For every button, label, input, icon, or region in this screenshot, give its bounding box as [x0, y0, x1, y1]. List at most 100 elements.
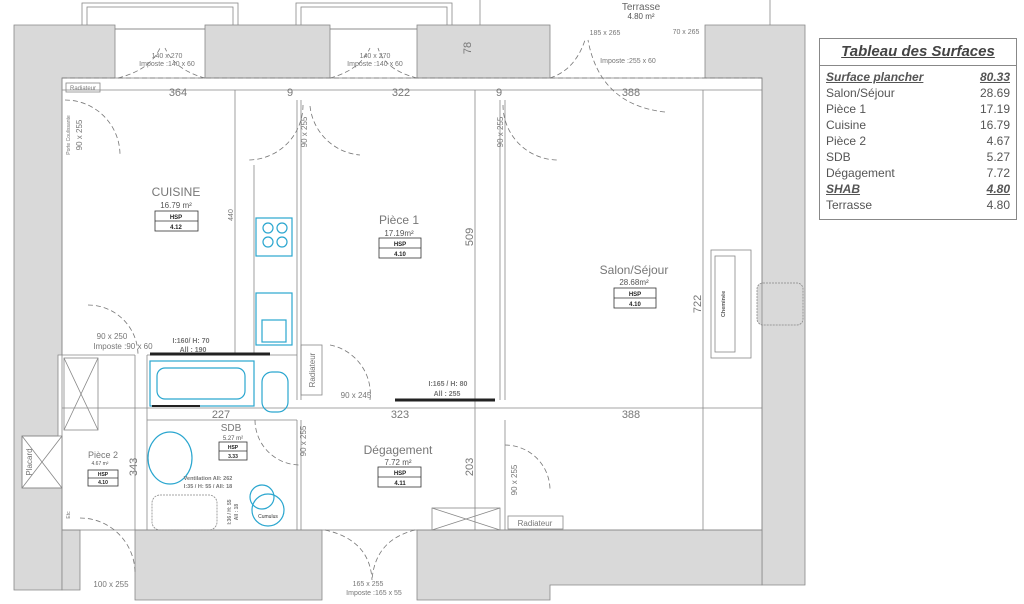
hsp-value: 4.12: [170, 225, 182, 231]
dim-mid-salon: 388: [622, 409, 640, 421]
surface-row: Pièce 1 17.19: [820, 101, 1016, 117]
surface-row: Pièce 2 4.67: [820, 133, 1016, 149]
door-label: Imposte :90 x 60: [93, 342, 153, 351]
window-frames: [81, 0, 771, 30]
room-name: Salon/Séjour: [600, 263, 669, 277]
closet-label: Placard: [25, 448, 34, 475]
room-area: 7.72 m²: [384, 458, 411, 467]
surface-label: SDB: [826, 150, 851, 164]
room-area: 5.27 m²: [223, 436, 243, 442]
surface-value: 17.19: [979, 102, 1010, 116]
hsp-value: 3.33: [228, 454, 238, 460]
hsp-label: HSP: [629, 292, 641, 298]
washbasin: [147, 431, 193, 485]
room-name: Dégagement: [364, 443, 433, 457]
room-name: SDB: [221, 423, 242, 434]
water-heater: [249, 484, 275, 510]
door-label: 90 x 255: [75, 119, 84, 150]
hsp-value: 4.10: [394, 252, 406, 258]
dim-sdb-width: 227: [212, 409, 230, 421]
etc-label: Etc: [66, 511, 72, 519]
closet-box: [431, 507, 501, 531]
interior-lines: [21, 77, 763, 531]
sink: [255, 292, 293, 346]
hsp-label: HSP: [394, 242, 406, 248]
room-degagement: Dégagement 7.72 m² HSP 4.11: [364, 443, 433, 488]
dim-mid-piece1: 323: [391, 409, 409, 421]
room-area: 17.19m²: [384, 229, 414, 238]
window-label: 140 x 270: [152, 53, 183, 60]
hsp-value: 4.11: [394, 481, 406, 487]
room-area: 4.80 m²: [627, 12, 654, 21]
window-label: I:160/ H: 70: [173, 338, 210, 345]
surface-label: Terrasse: [826, 198, 873, 212]
dim-cuisine-depth: 440: [228, 209, 235, 221]
dim-top-cuisine: 364: [169, 87, 187, 99]
door-label: 90 x 255: [510, 464, 519, 495]
dim-salon-depth: 722: [692, 295, 704, 313]
dim-gap: 9: [287, 87, 293, 99]
surface-row: Dégagement 7.72: [820, 165, 1016, 181]
dim-degagement-depth: 203: [464, 458, 476, 476]
room-name: CUISINE: [152, 185, 201, 199]
surface-value: 16.79: [979, 118, 1010, 132]
window-label: Imposte :140 x 60: [139, 61, 195, 68]
door-label: 100 x 255: [93, 580, 129, 589]
surface-value: 5.27: [986, 150, 1010, 164]
surface-table-title: Tableau des Surfaces: [820, 39, 1016, 66]
hsp-label: HSP: [98, 472, 109, 478]
window-label: 185 x 265: [590, 30, 621, 37]
window-label: I:165 / H: 80: [429, 381, 468, 388]
surface-value: 80.33: [979, 70, 1010, 84]
radiator-label: Radiateur: [308, 352, 317, 387]
door-label: Imposte :165 x 55: [346, 590, 402, 597]
surface-value: 4.67: [986, 134, 1010, 148]
window-label: 140 x 270: [360, 53, 391, 60]
vent-label: I:36 / H: 55: [227, 499, 233, 524]
dim-top-piece1: 322: [392, 87, 410, 99]
water-heater-label: Cumulus: [258, 514, 278, 520]
radiator-label: Radiateur: [518, 519, 553, 528]
surface-label: SHAB: [826, 182, 861, 196]
vent-label: Ventilation All: 262: [184, 476, 233, 482]
sliding-door-label: Porte Coulissante: [66, 115, 72, 155]
opening-labels: 140 x 270 Imposte :140 x 60 140 x 270 Im…: [75, 29, 700, 597]
room-piece1: Pièce 1 17.19m² HSP 4.10: [378, 213, 422, 259]
window-label: All : 190: [180, 347, 207, 354]
dim-wall: 78: [462, 42, 474, 54]
cooktop: [255, 217, 293, 257]
hsp-value: 4.10: [629, 302, 641, 308]
surface-label: Pièce 2: [826, 134, 867, 148]
hsp-value: 4.10: [98, 480, 108, 486]
surface-value: 7.72: [986, 166, 1010, 180]
surface-row: SDB 5.27: [820, 149, 1016, 165]
surface-label: Dégagement: [826, 166, 895, 180]
room-salon: Salon/Séjour 28.68m² HSP 4.10: [600, 263, 669, 309]
room-area: 4.67 m²: [92, 461, 109, 467]
radiator-label: Radiateur: [70, 86, 96, 92]
room-sdb: SDB 5.27 m² HSP 3.33: [218, 423, 248, 461]
door-label: 90 x 250: [97, 332, 128, 341]
window-label: 70 x 265: [673, 29, 700, 36]
window-label: All : 255: [434, 391, 461, 398]
dim-piece2-depth: 343: [128, 458, 140, 476]
room-name: Pièce 2: [88, 450, 118, 460]
hsp-label: HSP: [394, 471, 406, 477]
toilet: [261, 371, 289, 413]
door-label: 90 x 245: [341, 391, 372, 400]
door-label: 90 x 255: [496, 116, 505, 147]
surface-value: 28.69: [979, 86, 1010, 100]
walls: [13, 24, 806, 601]
room-name: Pièce 1: [379, 213, 419, 227]
window-label: Imposte :140 x 60: [347, 61, 403, 68]
surface-label: Pièce 1: [826, 102, 867, 116]
fixtures: [147, 217, 495, 531]
fireplace: [710, 249, 752, 359]
room-terrasse: Terrasse 4.80 m²: [622, 2, 661, 21]
dimensions: 364 9 322 9 388 78 440 509 722 227 323 3…: [128, 42, 704, 476]
